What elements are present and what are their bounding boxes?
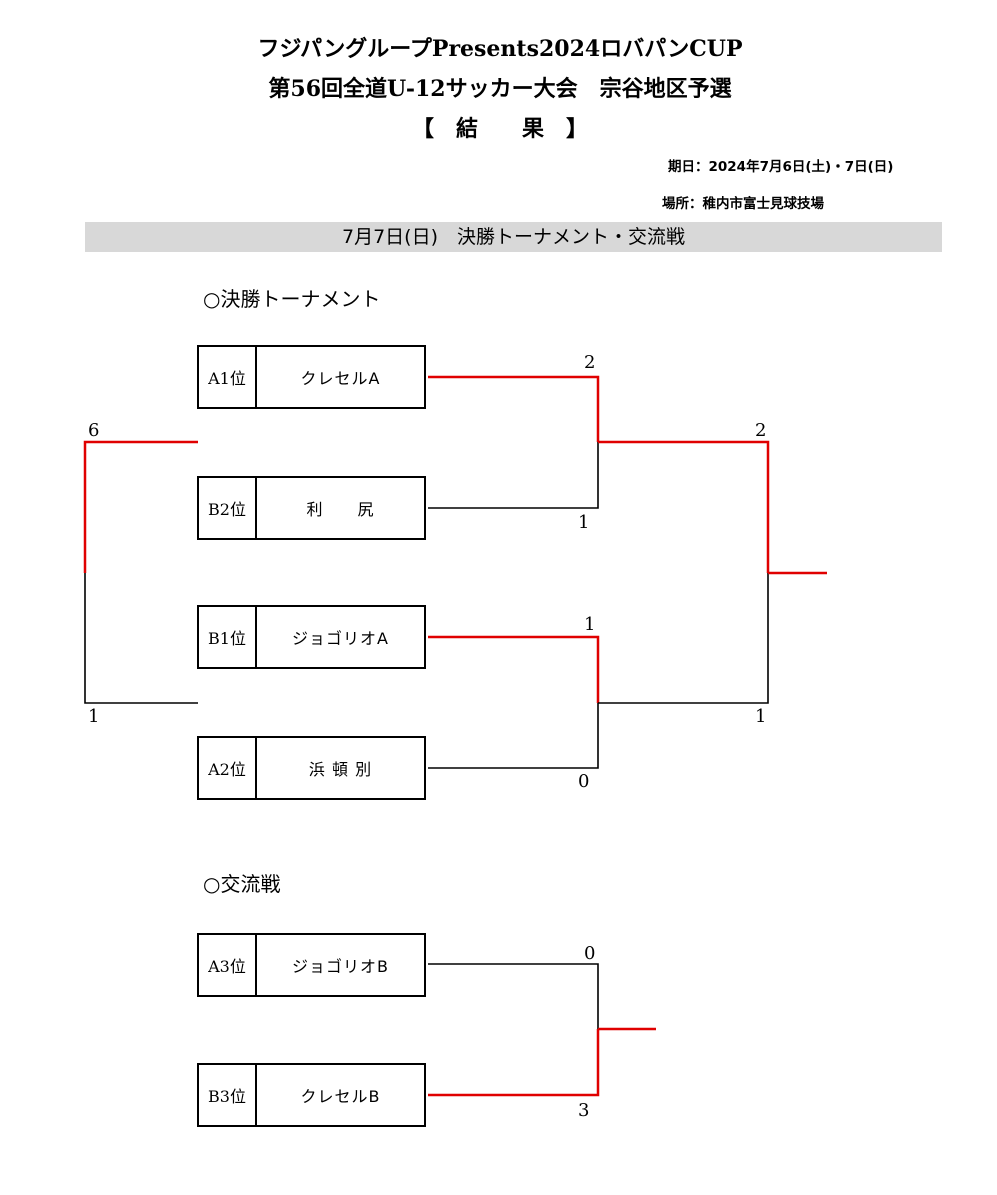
semi2-winner-line: [428, 635, 600, 703]
event-venue: 場所：稚内市富士見球技場: [662, 196, 824, 212]
semi1-winner-line: [428, 375, 600, 442]
team-name: クレセルB: [300, 1087, 381, 1106]
team-name: ジョゴリオB: [292, 957, 389, 976]
final-winner-line: [598, 440, 770, 573]
exchange-winner-line: [428, 1029, 600, 1097]
tournament-heading: ○決勝トーナメント: [203, 287, 381, 311]
team-name: 利 尻: [306, 500, 375, 519]
final-loser-line: [598, 573, 769, 704]
score-semi1-top: 2: [584, 352, 596, 373]
score-exchange-top: 0: [584, 943, 596, 964]
score-final-top: 2: [755, 420, 767, 441]
seed-label: A2位: [199, 738, 257, 798]
semi1-loser-line: [428, 442, 599, 509]
seed-label: B2位: [199, 478, 257, 538]
team-name: クレセルA: [300, 369, 381, 388]
day-banner: 7月7日(日) 決勝トーナメント・交流戦: [85, 222, 942, 252]
seed-label: A1位: [199, 347, 257, 407]
team-box-b3: B3位 クレセルB: [197, 1063, 426, 1127]
score-third-top: 6: [88, 420, 100, 441]
exchange-loser-line: [428, 963, 599, 1029]
team-box-b2: B2位 利 尻: [197, 476, 426, 540]
title-line-1: フジパングループPresents2024ロバパンCUP: [257, 36, 743, 62]
title-line-2: 第56回全道U-12サッカー大会 宗谷地区予選: [268, 76, 732, 102]
team-box-a3: A3位 ジョゴリオB: [197, 933, 426, 997]
semi2-loser-line: [428, 703, 599, 769]
team-name: 浜 頓 別: [308, 760, 373, 779]
score-third-bottom: 1: [88, 706, 100, 727]
third-loser-line: [84, 573, 198, 704]
exchange-heading: ○交流戦: [203, 872, 281, 896]
seed-label: B3位: [199, 1065, 257, 1125]
third-winner-line: [83, 440, 198, 573]
team-name: ジョゴリオA: [292, 629, 389, 648]
score-semi1-bottom: 1: [578, 512, 590, 533]
event-date: 期日：2024年7月6日(土)・7日(日): [668, 159, 894, 175]
score-semi2-top: 1: [584, 614, 596, 635]
seed-label: A3位: [199, 935, 257, 995]
seed-label: B1位: [199, 607, 257, 667]
team-box-a1: A1位 クレセルA: [197, 345, 426, 409]
score-exchange-bottom: 3: [578, 1100, 590, 1121]
team-box-b1: B1位 ジョゴリオA: [197, 605, 426, 669]
team-box-a2: A2位 浜 頓 別: [197, 736, 426, 800]
score-semi2-bottom: 0: [578, 771, 590, 792]
title-line-3: 【 結 果 】: [411, 116, 588, 142]
score-final-bottom: 1: [755, 706, 767, 727]
